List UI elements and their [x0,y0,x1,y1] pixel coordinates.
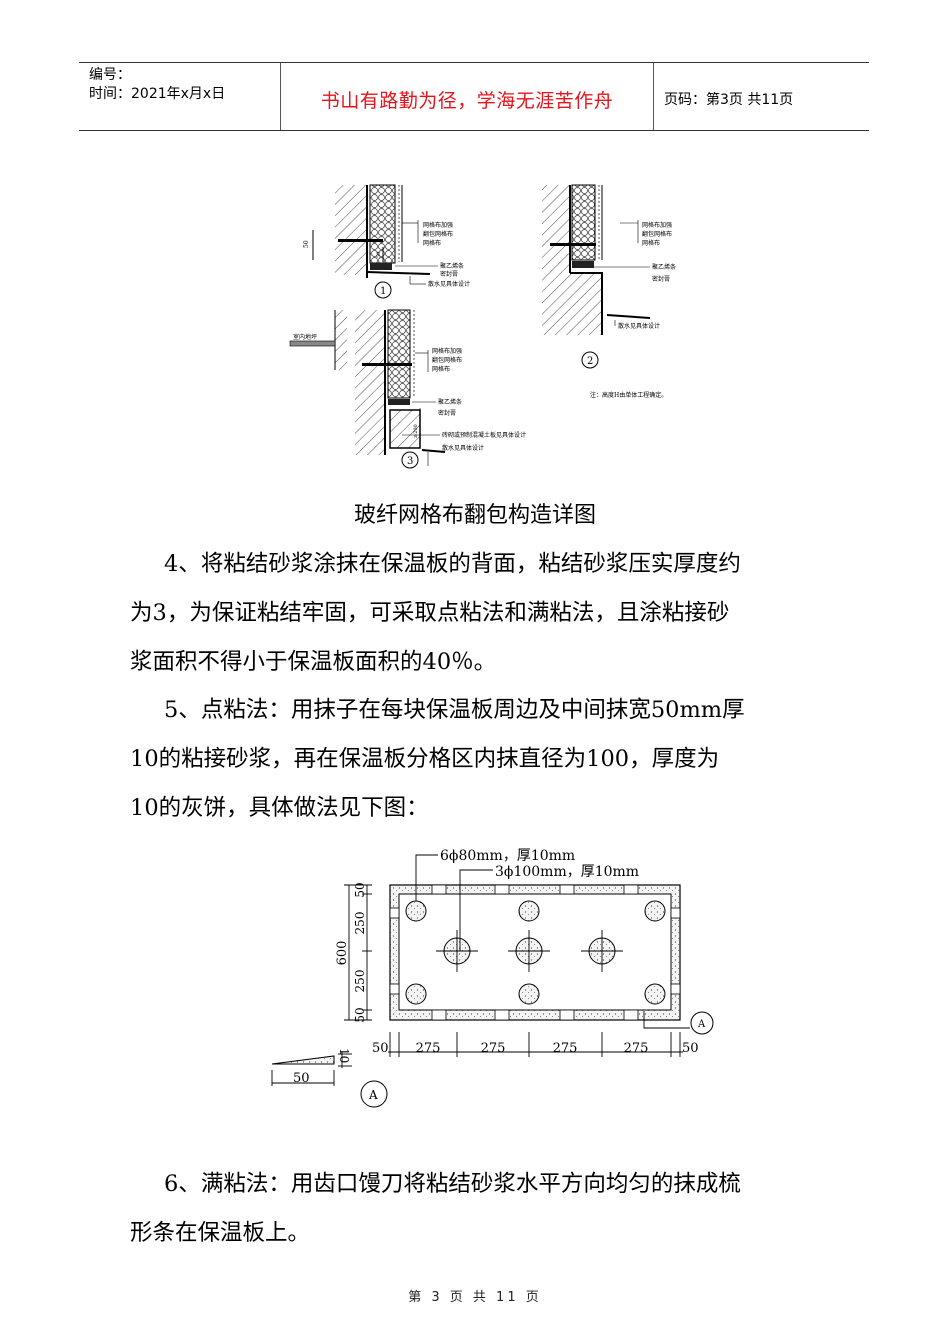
document-time: 时间：2021年x月x日 [89,86,226,102]
section-a-label: A [368,1088,378,1102]
paragraph-line: 5、点粘法：用抹子在每块保温板周边及中间抹宽50mm厚 [164,697,745,723]
paragraph-line: 浆面积不得小于保温板面积的40％。 [130,649,497,675]
label-sealant: 密封膏 [652,275,670,283]
label-mesh-reinforce: 网格布加强 [642,221,672,229]
label-wrap-mesh: 翻包网格布 [423,230,453,238]
label-apron: 散水见具体设计 [618,322,660,330]
label-mesh-reinforce: 网格布加强 [432,347,462,355]
dab-small [405,983,427,1005]
section-marker-label: A [697,1019,706,1030]
wall-hatch [335,185,367,275]
label-pe-strip: 聚乙烯条 [438,398,462,406]
page-footer: 第 3 页 共 11 页 [408,1290,542,1305]
label-apron: 散水见具体设计 [442,444,484,452]
dim-label: 50 [303,240,310,248]
detail-number: 2 [587,356,593,367]
detail-1: 50 50 网格布加强 翻包网格布 网格布 聚乙烯条 密封膏 散水见具体设计 1 [303,184,470,299]
label-masonry: 砖砌或预制混凝土板见具体设计 [442,431,526,439]
small-dabs [405,900,666,1005]
paragraph-line: 为3，为保证粘结牢固，可采取点粘法和满粘法，且涂粘接砂 [130,600,730,626]
document-number-label: 编号： [89,67,131,83]
paragraph-line: 10的灰饼，具体做法见下图： [130,795,429,821]
figure-note: 注：高度H由单体工程确定。 [590,391,667,399]
dim-vertical: 50 [353,882,367,897]
paragraph-4: 4、将粘结砂浆涂抹在保温板的背面，粘结砂浆压实厚度约 为3，为保证粘结牢固，可采… [130,540,830,687]
dim-horizontal: 50 [372,1041,389,1056]
label-pe-strip: 聚乙烯条 [440,262,464,270]
header-meta: 编号： 时间：2021年x月x日 [79,63,281,130]
figure-caption: 玻纤网格布翻包构造详图 [353,503,596,528]
dim-horizontal: 275 [624,1041,649,1056]
dim-label: 50 [376,252,382,258]
dim-label: ≥200 [413,424,419,438]
label-apron: 散水见具体设计 [428,280,470,288]
section-marker [690,1011,714,1035]
section-a-wedge [271,1055,335,1065]
dim-horizontal: 50 [682,1041,699,1056]
mesh-wrap-detail-figure: 50 50 网格布加强 翻包网格布 网格布 聚乙烯条 密封膏 散水见具体设计 1… [289,184,676,469]
label-mesh-reinforce: 网格布加强 [423,221,453,229]
dab-small [644,983,666,1005]
dim-vertical-total: 600 [335,941,350,966]
dab-small [405,900,427,922]
dim-vertical: 250 [353,912,367,935]
wall-hatch [542,185,570,335]
paragraph-line: 6、满粘法：用齿口馒刀将粘结砂浆水平方向均匀的抹成梳 [164,1171,741,1197]
label-wrap-mesh: 翻包网格布 [432,356,462,364]
detail-number: 1 [380,286,386,297]
detail-2: 网格布加强 翻包网格布 网格布 聚乙烯条 密封膏 散水见具体设计 2 注：高度H… [542,184,676,399]
dab-small [518,900,540,922]
dab-small [518,983,540,1005]
section-width-label: 50 [293,1071,310,1086]
insulation-board [571,184,596,261]
section-a-marker [360,1080,388,1108]
label-pe-strip: 聚乙烯条 [652,263,676,271]
header-motto: 书山有路勤为径，学海无涯苦作舟 [281,63,654,130]
label-sealant: 密封膏 [440,270,458,278]
page-header: 编号： 时间：2021年x月x日 书山有路勤为径，学海无涯苦作舟 页码：第3页 … [79,62,869,131]
paragraph-5: 5、点粘法：用抹子在每块保温板周边及中间抹宽50mm厚 10的粘接砂浆，再在保温… [130,686,830,833]
header-page-info: 页码：第3页 共11页 [664,91,794,108]
callout-small-dabs: 6ϕ80mm，厚10mm [440,848,575,864]
paragraph-line: 10的粘接砂浆，再在保温板分格区内抹直径为100，厚度为 [130,746,720,772]
dim-horizontal: 275 [481,1041,506,1056]
dab-small [644,900,666,922]
border-gaps [389,884,681,1021]
dim-vertical: 250 [353,970,367,993]
label-mesh: 网格布 [423,239,441,247]
paragraph-line: 形条在保温板上。 [130,1220,311,1246]
label-mesh: 网格布 [642,239,660,247]
dim-horizontal: 275 [416,1041,441,1056]
label-indoor-floor: 室内地坪 [293,333,317,341]
dim-vertical: 50 [353,1007,367,1022]
label-mesh: 网格布 [432,365,450,373]
detail-3: 室内地坪 网格布加强 翻包网格布 网格布 聚乙烯条 密封膏 ≥200 砖砌或预制… [289,309,526,469]
paragraph-line: 4、将粘结砂浆涂抹在保温板的背面，粘结砂浆压实厚度约 [164,551,741,577]
label-wrap-mesh: 翻包网格布 [642,230,672,238]
detail-number: 3 [407,456,413,467]
label-sealant: 密封膏 [438,409,456,417]
paragraph-6: 6、满粘法：用齿口馒刀将粘结砂浆水平方向均匀的抹成梳 形条在保温板上。 [130,1160,830,1258]
dim-horizontal: 275 [553,1041,578,1056]
anchor [338,239,383,242]
callout-large-dabs: 3ϕ100mm，厚10mm [495,864,639,880]
section-height-label: 10 [337,1048,351,1063]
point-bonding-figure: 6ϕ80mm，厚10mm 3ϕ100mm，厚10mm 600 50 250 25… [271,848,714,1108]
large-dabs [436,930,623,972]
sealant-strip [370,263,392,270]
